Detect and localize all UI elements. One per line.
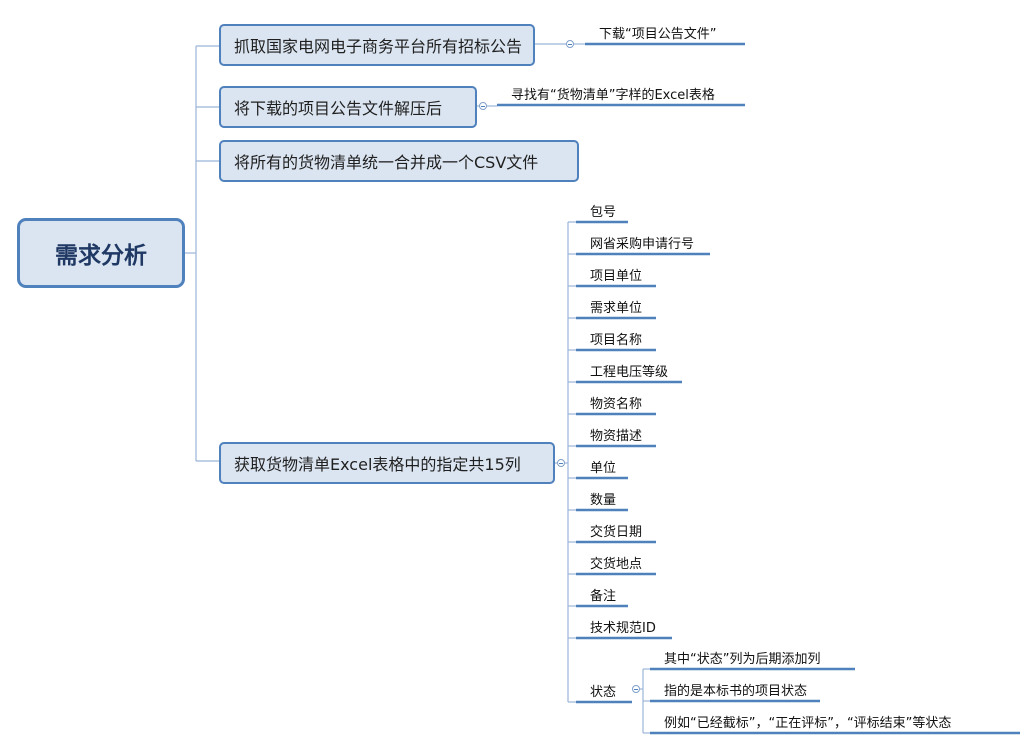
column-item-status[interactable]: 状态 xyxy=(576,679,616,701)
column-label: 状态 xyxy=(590,684,617,700)
collapse-toggle-icon[interactable] xyxy=(557,459,565,467)
leaf-find-excel[interactable]: 寻找有“货物清单”字样的Excel表格 xyxy=(497,82,715,104)
column-label: 备注 xyxy=(590,588,617,604)
column-item[interactable]: 项目单位 xyxy=(576,263,642,285)
collapse-toggle-icon[interactable] xyxy=(632,685,640,693)
column-item[interactable]: 包号 xyxy=(576,199,616,221)
column-item[interactable]: 交货日期 xyxy=(576,519,642,541)
column-item[interactable]: 工程电压等级 xyxy=(576,359,668,381)
column-item[interactable]: 项目名称 xyxy=(576,327,642,349)
column-item[interactable]: 数量 xyxy=(576,487,616,509)
column-item[interactable]: 网省采购申请行号 xyxy=(576,231,694,253)
column-item[interactable]: 单位 xyxy=(576,455,616,477)
column-label: 工程电压等级 xyxy=(590,364,669,380)
topic-label: 将所有的货物清单统一合并成一个CSV文件 xyxy=(234,153,539,172)
column-label: 交货日期 xyxy=(590,524,643,540)
root-label: 需求分析 xyxy=(55,243,147,269)
topic-label: 将下载的项目公告文件解压后 xyxy=(234,99,443,118)
column-item[interactable]: 备注 xyxy=(576,583,616,605)
status-note[interactable]: 其中“状态”列为后期添加列 xyxy=(650,646,820,668)
root-node-requirements-analysis[interactable]: 需求分析 xyxy=(17,218,185,288)
column-label: 项目单位 xyxy=(590,268,643,284)
column-label: 技术规范ID xyxy=(590,620,656,636)
collapse-toggle-icon[interactable] xyxy=(479,102,487,110)
column-item[interactable]: 物资描述 xyxy=(576,423,642,445)
column-item[interactable]: 技术规范ID xyxy=(576,615,656,637)
column-label: 数量 xyxy=(590,492,617,508)
column-label: 交货地点 xyxy=(590,556,643,572)
note-label: 例如“已经截标”，“正在评标”，“评标结束”等状态 xyxy=(664,715,952,731)
column-label: 物资描述 xyxy=(590,428,643,444)
collapse-toggle-icon[interactable] xyxy=(566,40,574,48)
status-note[interactable]: 指的是本标书的项目状态 xyxy=(650,678,807,700)
leaf-download-file[interactable]: 下载“项目公告文件” xyxy=(585,21,716,43)
topic-label: 抓取国家电网电子商务平台所有招标公告 xyxy=(234,37,523,56)
leaf-label: 下载“项目公告文件” xyxy=(599,26,717,42)
column-item[interactable]: 交货地点 xyxy=(576,551,642,573)
column-label: 网省采购申请行号 xyxy=(590,236,695,252)
column-label: 项目名称 xyxy=(590,332,643,348)
note-label: 其中“状态”列为后期添加列 xyxy=(664,651,821,667)
topic-unzip-files[interactable]: 将下载的项目公告文件解压后 xyxy=(219,86,477,128)
note-label: 指的是本标书的项目状态 xyxy=(664,683,808,699)
topic-extract-15-columns[interactable]: 获取货物清单Excel表格中的指定共15列 xyxy=(219,442,555,484)
column-item[interactable]: 物资名称 xyxy=(576,391,642,413)
topic-crawl-announcements[interactable]: 抓取国家电网电子商务平台所有招标公告 xyxy=(219,24,535,66)
column-item[interactable]: 需求单位 xyxy=(576,295,642,317)
status-note[interactable]: 例如“已经截标”，“正在评标”，“评标结束”等状态 xyxy=(650,710,951,732)
column-label: 物资名称 xyxy=(590,396,643,412)
topic-merge-csv[interactable]: 将所有的货物清单统一合并成一个CSV文件 xyxy=(219,140,579,182)
column-label: 单位 xyxy=(590,460,617,476)
topic-label: 获取货物清单Excel表格中的指定共15列 xyxy=(234,455,521,474)
column-label: 需求单位 xyxy=(590,300,643,316)
leaf-label: 寻找有“货物清单”字样的Excel表格 xyxy=(511,87,715,103)
column-label: 包号 xyxy=(590,204,617,220)
